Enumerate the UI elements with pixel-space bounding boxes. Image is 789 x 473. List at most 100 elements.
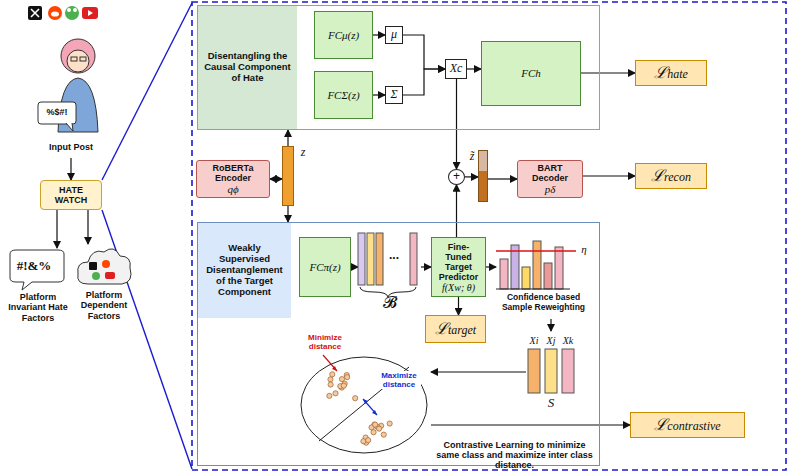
node-text: RoBERTa Encoder (200, 163, 266, 183)
figure-group: ηConfidence based Sample Reweighting (496, 233, 591, 319)
flow-arrow (87, 210, 88, 244)
flow-arrow (467, 68, 481, 69)
layer-box: FCΣ(z) (314, 71, 373, 119)
node-text: FCμ(z) (328, 29, 359, 42)
node-text: Maximize distance (377, 371, 421, 389)
flow-arrow (421, 266, 431, 267)
node-text: ... (382, 249, 406, 263)
shape-rect (105, 272, 115, 279)
shape-circle (102, 260, 110, 268)
node-text: Input Post (36, 142, 106, 152)
node-text: ℒtarget (435, 320, 476, 338)
shape-rect (89, 262, 97, 270)
shape-rect (528, 349, 540, 393)
node-text: η (578, 243, 590, 255)
caption-note: Contrastive Learning to minimize same cl… (432, 440, 597, 470)
flow-arrow (488, 178, 517, 179)
shape-circle (361, 439, 366, 444)
node-text: Platform Invariant Hate Factors (2, 292, 74, 323)
node-text: pδ (545, 183, 556, 195)
flow-arrow (403, 35, 445, 69)
shape-path (31, 9, 39, 17)
shape-path (363, 399, 377, 415)
shape-rect (28, 6, 42, 20)
shape-circle (376, 426, 381, 431)
node-text: FCπ(z) (309, 261, 340, 274)
flow-arrow (287, 130, 288, 146)
flow-arrow (458, 297, 459, 315)
shape-circle (353, 396, 358, 401)
flow-arrow (456, 185, 457, 237)
shape-circle (48, 6, 62, 20)
shape-circle (366, 438, 371, 443)
shape-rect (544, 263, 552, 289)
flow-arrow (581, 72, 635, 73)
layer-box: Fine-Tuned Target Predictorf(Xw; θ) (431, 237, 486, 297)
loss-box: ℒcontrastive (630, 412, 745, 438)
flow-arrow (431, 424, 630, 425)
layer-box: FCμ(z) (314, 11, 373, 59)
node-text: ℒhate (654, 64, 688, 82)
shape-circle (339, 377, 344, 382)
model-box: BART Decoderpδ (517, 160, 583, 198)
node-text: ℒrecon (651, 167, 691, 185)
figure-group: Platform Dependent Factors (74, 244, 134, 320)
shape-circle (67, 50, 89, 72)
shape-circle (333, 391, 338, 396)
vector-bar: z̃ (478, 150, 488, 202)
node-text: μ (391, 28, 397, 42)
figure-group: ...𝓑 (358, 233, 421, 311)
flow-arrow (465, 176, 478, 177)
loss-box: ℒtarget (425, 315, 486, 343)
shape-ellipse (51, 11, 59, 16)
node-text: qϕ (227, 183, 238, 195)
flow-arrow (486, 266, 496, 267)
figure-group: Minimize distanceMaximize distance (297, 333, 431, 456)
node-text: FCh (521, 67, 541, 80)
shape-path (66, 123, 73, 131)
node-text: Disentangling the Causal Component of Ha… (198, 6, 297, 129)
shape-circle (327, 393, 332, 398)
illustration (297, 333, 431, 456)
node-text: ℒcontrastive (654, 416, 720, 434)
module-panel: Disentangling the Causal Component of Ha… (197, 5, 600, 130)
shape-rect (522, 267, 530, 289)
variable-box: Xc (445, 59, 467, 79)
node-text: Fine-Tuned Target Predictor (435, 242, 482, 282)
variable-box: Σ (385, 86, 403, 104)
shape-line (496, 289, 570, 290)
node-text: + (453, 170, 460, 184)
figure-group: XiXjXkS (526, 331, 576, 411)
shape-rect (80, 57, 86, 61)
node-text: z̃ (467, 149, 477, 164)
shape-rect (410, 233, 417, 285)
node-text: Weakly Supervised Disentanglement of the… (198, 223, 291, 318)
flow-arrow (583, 175, 635, 176)
flow-arrow (287, 206, 288, 222)
shape-path (332, 366, 337, 371)
node-text: S (526, 395, 576, 411)
flow-arrow (403, 69, 445, 95)
shape-rect (562, 349, 574, 393)
node-text: Platform Dependent Factors (74, 290, 134, 321)
shape-circle (381, 432, 386, 437)
shape-line (496, 250, 576, 252)
shape-rect (38, 102, 76, 124)
flow-arrow (351, 266, 358, 267)
node-text: f(Xw; θ) (442, 282, 475, 293)
shape-circle (345, 375, 350, 380)
flow-arrow (56, 210, 57, 248)
figure-group: %$#!Input Post (36, 32, 106, 158)
illustration (36, 32, 106, 158)
shape-path (10, 250, 64, 290)
node-text: HATE WATCH (44, 185, 98, 206)
shape-circle (92, 272, 100, 280)
node-text: Xj (543, 335, 559, 346)
flow-arrow (456, 79, 457, 169)
flow-arrow (373, 34, 385, 35)
shape-path (88, 10, 93, 16)
shape-rect (545, 349, 557, 393)
flow-arrow (70, 158, 71, 180)
shape-rect (555, 247, 563, 289)
node-text: Confidence based Sample Reweighting (492, 293, 595, 313)
